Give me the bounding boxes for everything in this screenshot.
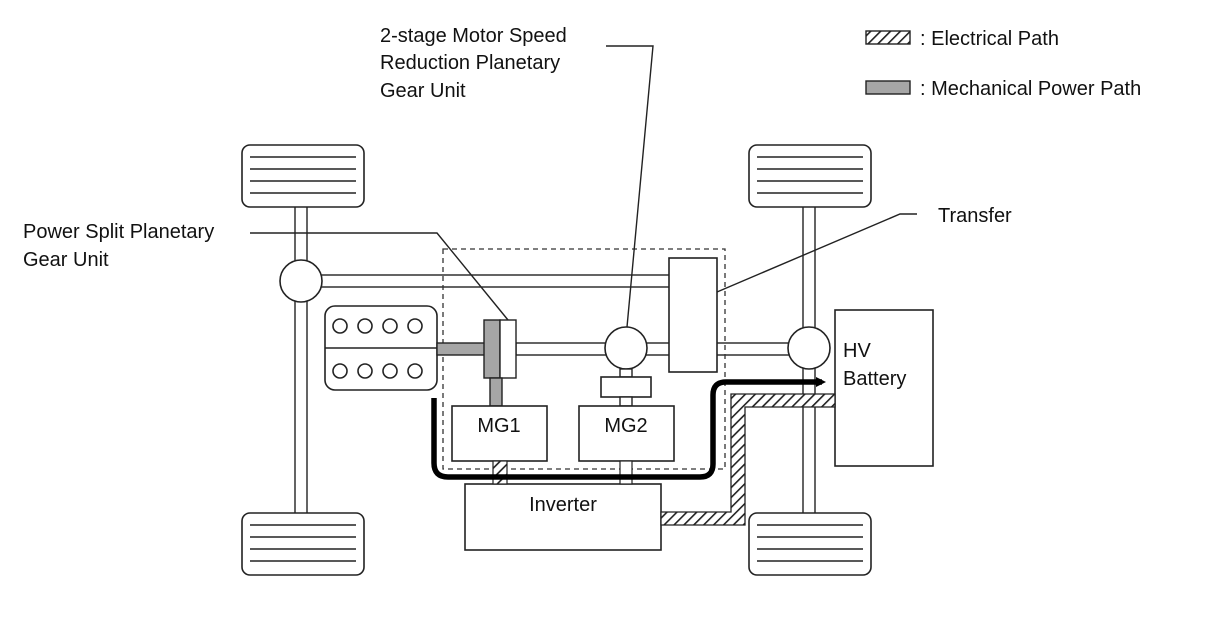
legend-mechanical-label: : Mechanical Power Path bbox=[920, 78, 1141, 100]
inverter-box: Inverter bbox=[464, 483, 662, 551]
engine-output-shaft bbox=[436, 342, 486, 356]
power-split-gear bbox=[483, 319, 517, 379]
callout-reduction-gear: 2-stage Motor Speed Reduction Planetary … bbox=[380, 25, 567, 102]
callout-split-gear: Power Split Planetary Gear Unit bbox=[23, 221, 214, 271]
split-label-line1: Power Split Planetary bbox=[23, 221, 214, 243]
front-wheel-bottom bbox=[241, 512, 365, 576]
transaxle-boundary bbox=[442, 248, 726, 470]
reduction-label-line1: 2-stage Motor Speed bbox=[380, 25, 567, 47]
rear-differential bbox=[787, 326, 831, 370]
legend-electrical-label: : Electrical Path bbox=[920, 28, 1059, 50]
reduction-label-line3: Gear Unit bbox=[380, 80, 466, 102]
inverter-label: Inverter bbox=[529, 494, 597, 516]
legend-electrical-swatch bbox=[865, 30, 911, 45]
front-wheel-top bbox=[241, 144, 365, 208]
reduction-label-line2: Reduction Planetary bbox=[380, 52, 560, 74]
legend-mechanical-swatch bbox=[865, 80, 911, 95]
mg1-box: MG1 bbox=[451, 405, 548, 462]
legend: : Electrical Path : Mechanical Power Pat… bbox=[865, 28, 1141, 100]
mg1-shaft bbox=[489, 377, 503, 407]
reduction-gear bbox=[604, 326, 648, 370]
engine bbox=[324, 305, 438, 391]
mg2-box: MG2 bbox=[578, 405, 675, 462]
split-label-line2: Gear Unit bbox=[23, 249, 109, 271]
propeller-shaft bbox=[300, 274, 672, 288]
leader-lines bbox=[250, 45, 917, 328]
mg2-reduction-block bbox=[600, 376, 652, 398]
transfer-label: Transfer bbox=[938, 205, 1012, 227]
front-differential bbox=[279, 259, 323, 303]
rear-axle bbox=[748, 144, 872, 576]
mg2-label: MG2 bbox=[604, 415, 647, 437]
battery-label-line1: HV bbox=[843, 340, 871, 362]
main-shaft bbox=[515, 342, 809, 356]
transfer-box bbox=[668, 257, 718, 373]
rear-wheel-top bbox=[748, 144, 872, 208]
front-axle bbox=[241, 144, 365, 576]
mg1-label: MG1 bbox=[477, 415, 520, 437]
power-flow-arrow bbox=[431, 377, 826, 480]
hv-battery-box: HV Battery bbox=[834, 309, 934, 467]
rear-wheel-bottom bbox=[748, 512, 872, 576]
battery-label-line2: Battery bbox=[843, 368, 906, 390]
